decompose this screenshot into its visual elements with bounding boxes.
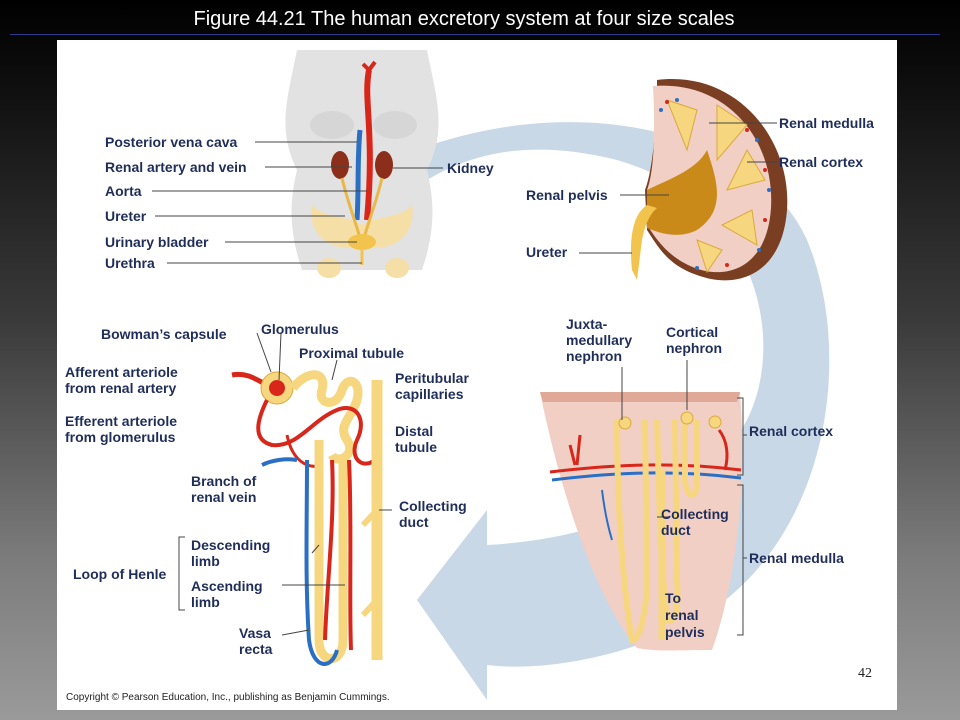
label-efferent-1: Efferent arteriole <box>65 413 177 429</box>
label-aorta: Aorta <box>105 183 142 199</box>
label-bowmans-capsule: Bowman’s capsule <box>101 326 227 342</box>
label-to-pelvis-3: pelvis <box>665 624 705 640</box>
leader-line <box>256 332 272 373</box>
kidney-section <box>630 79 788 281</box>
label-collecting-section-2: duct <box>661 522 691 538</box>
label-renal-medulla-top: Renal medulla <box>779 115 874 131</box>
label-juxta-2: medullary <box>566 332 632 348</box>
excretory-system-diagram: Posterior vena cava Renal artery and vei… <box>65 50 874 700</box>
slide-title: Figure 44.21 The human excretory system … <box>193 8 735 30</box>
label-renal-cortex-top: Renal cortex <box>779 154 863 170</box>
figure-panel: Posterior vena cava Renal artery and vei… <box>57 40 897 710</box>
nephron-illustration <box>231 370 383 666</box>
label-proximal-tubule: Proximal tubule <box>299 345 404 361</box>
label-branch-vein-1: Branch of <box>191 473 257 489</box>
label-renal-pelvis: Renal pelvis <box>526 187 608 203</box>
page-number: 42 <box>858 666 872 681</box>
label-urinary-bladder: Urinary bladder <box>105 234 209 250</box>
label-ascending-1: Ascending <box>191 578 263 594</box>
label-glomerulus: Glomerulus <box>261 321 339 337</box>
label-afferent-1: Afferent arteriole <box>65 364 178 380</box>
leader-line <box>311 544 320 554</box>
medulla-bracket <box>737 484 747 636</box>
label-renal-artery-vein: Renal artery and vein <box>105 159 247 175</box>
label-to-pelvis-1: To <box>665 590 681 606</box>
label-ureter-body: Ureter <box>105 208 147 224</box>
label-collecting-1: Collecting <box>399 498 467 514</box>
label-ureter-kidney: Ureter <box>526 244 568 260</box>
label-juxta-3: nephron <box>566 348 622 364</box>
renal-section-illustration <box>540 392 743 651</box>
label-vasa-2: recta <box>239 641 273 657</box>
label-ascending-2: limb <box>191 594 220 610</box>
label-descending-2: limb <box>191 553 220 569</box>
body-illustration <box>285 50 439 278</box>
label-peritubular-2: capillaries <box>395 386 464 402</box>
label-posterior-vena-cava: Posterior vena cava <box>105 134 238 150</box>
leader-line <box>278 332 282 381</box>
label-efferent-2: from glomerulus <box>65 429 176 445</box>
label-urethra: Urethra <box>105 255 155 271</box>
label-collecting-2: duct <box>399 514 429 530</box>
cortex-bracket <box>737 397 747 476</box>
label-kidney: Kidney <box>447 160 494 176</box>
label-afferent-2: from renal artery <box>65 380 176 396</box>
label-peritubular-1: Peritubular <box>395 370 469 386</box>
label-cortical-1: Cortical <box>666 324 718 340</box>
label-juxta-1: Juxta- <box>566 316 608 332</box>
loop-henle-bracket <box>178 536 185 611</box>
label-collecting-section-1: Collecting <box>661 506 729 522</box>
leader-line <box>281 629 310 636</box>
label-distal-2: tubule <box>395 439 437 455</box>
title-rule <box>10 34 940 35</box>
label-renal-cortex-section: Renal cortex <box>749 423 833 439</box>
label-vasa-1: Vasa <box>239 625 271 641</box>
label-to-pelvis-2: renal <box>665 607 698 623</box>
label-branch-vein-2: renal vein <box>191 489 256 505</box>
copyright-notice: Copyright © Pearson Education, Inc., pub… <box>66 692 390 703</box>
leader-line <box>331 359 338 381</box>
label-cortical-2: nephron <box>666 340 722 356</box>
label-descending-1: Descending <box>191 537 270 553</box>
label-renal-medulla-section: Renal medulla <box>749 550 844 566</box>
label-distal-1: Distal <box>395 423 433 439</box>
label-loop-henle: Loop of Henle <box>73 566 167 582</box>
